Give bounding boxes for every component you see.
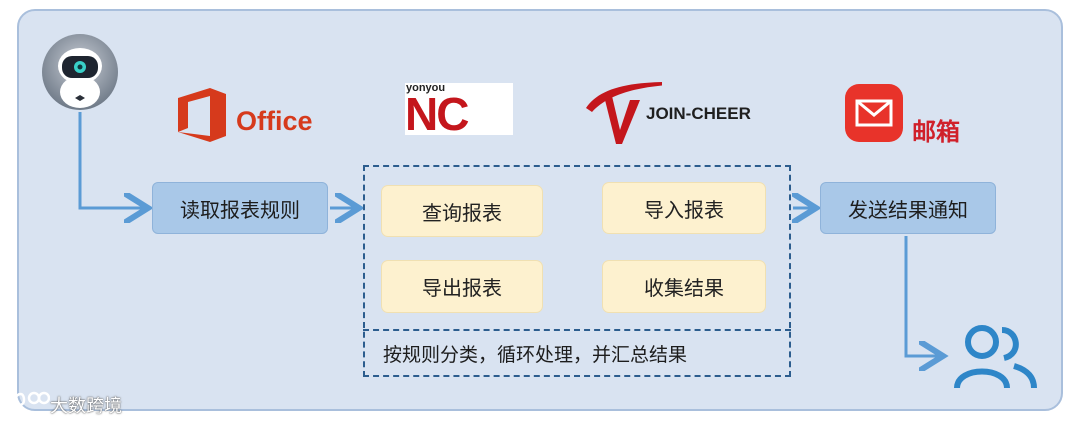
robot-icon — [42, 34, 118, 110]
send-notice-step: 发送结果通知 — [820, 182, 996, 234]
watermark-logo-icon — [12, 391, 50, 408]
read-rules-step: 读取报表规则 — [152, 182, 328, 234]
process-group-divider — [363, 329, 791, 333]
yonyou-text: yonyou — [406, 82, 446, 94]
collect-results-step: 收集结果 — [602, 260, 766, 313]
mail-logo-text: 邮箱 — [912, 118, 960, 146]
users-icon — [954, 325, 1037, 389]
watermark-text: 大数跨境 — [50, 396, 122, 417]
import-report-step: 导入报表 — [602, 182, 766, 234]
export-report-step: 导出报表 — [381, 260, 543, 313]
nc-text: NC — [405, 88, 469, 140]
office-logo-text: Office — [236, 106, 313, 136]
office-icon — [178, 88, 226, 142]
query-report-step: 查询报表 — [381, 185, 543, 237]
joincheer-icon — [586, 82, 662, 144]
loop-note: 按规则分类，循环处理，并汇总结果 — [383, 344, 688, 366]
joincheer-text: JOIN-CHEER — [646, 104, 751, 123]
process-group-frame — [363, 165, 791, 377]
nc-logo: yonyou NC — [405, 82, 513, 140]
mail-icon — [845, 84, 903, 142]
